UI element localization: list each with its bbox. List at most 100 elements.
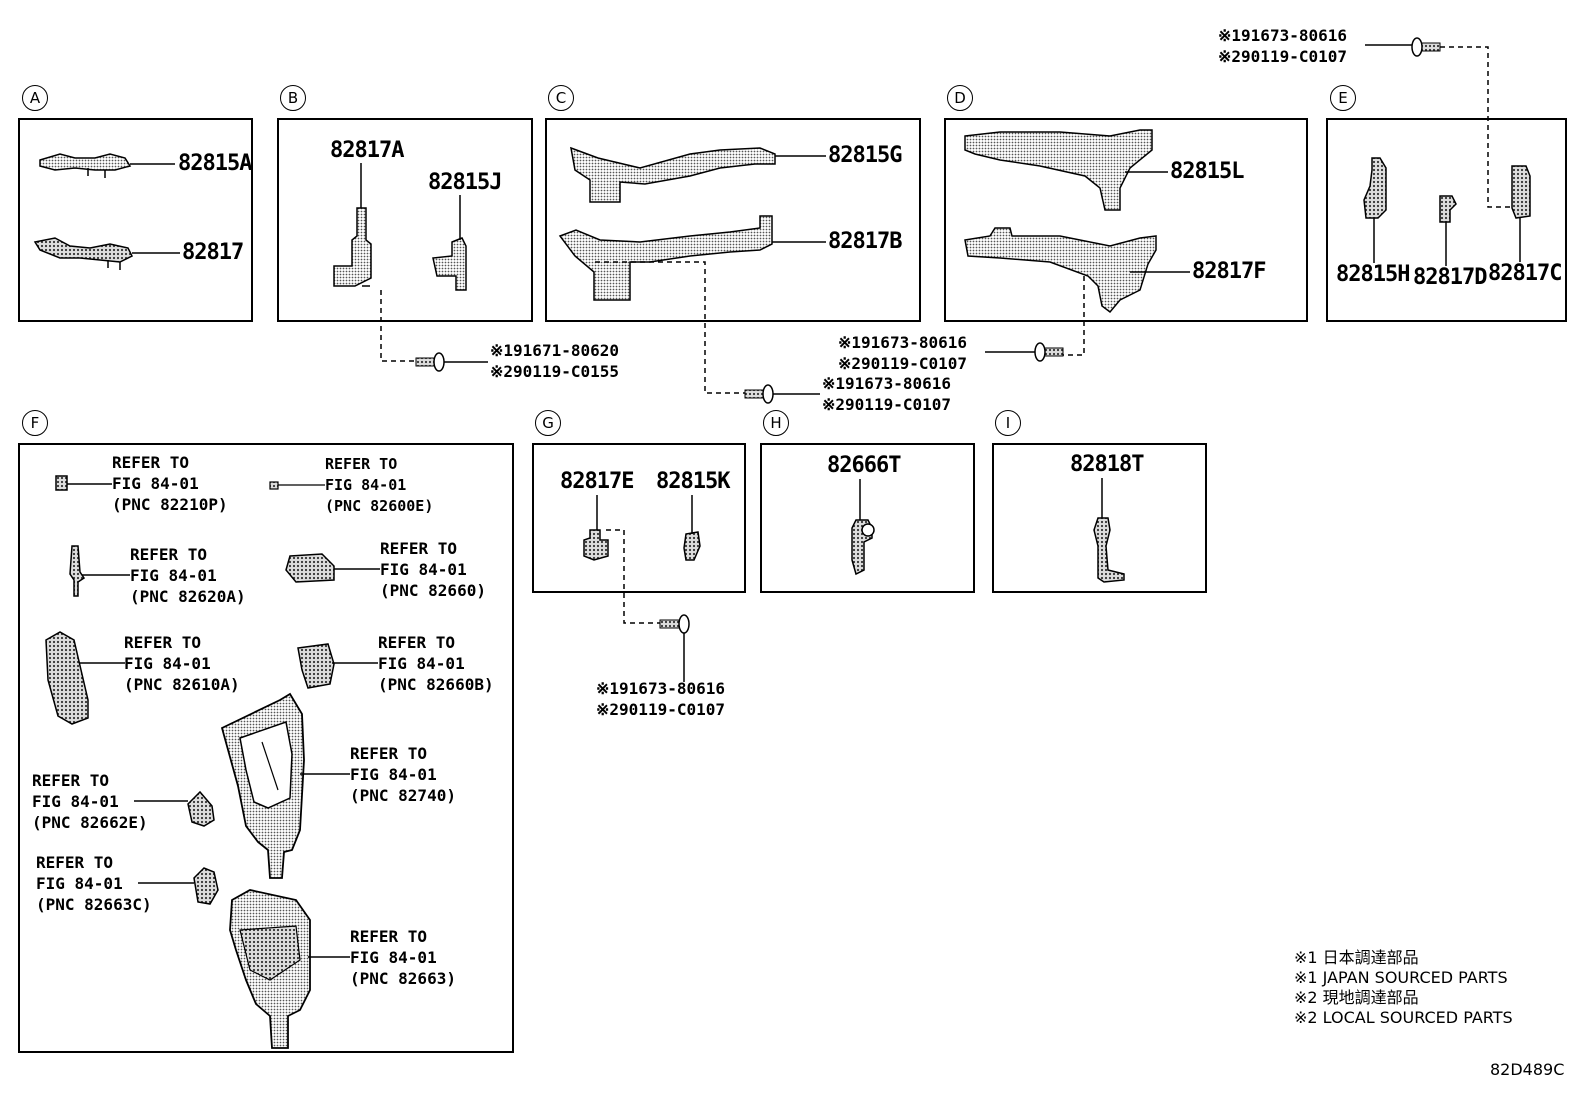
- refer-line: (PNC 82663): [350, 969, 456, 988]
- section-marker-h: H: [763, 410, 789, 436]
- part-82818t-shape: [1093, 517, 1125, 583]
- part-82663c-shape: [193, 867, 219, 905]
- refer-line: (PNC 82600E): [325, 497, 434, 515]
- part-82815j-shape: [432, 237, 467, 291]
- screw-b-shape: [415, 352, 445, 372]
- refer-line: FIG 84-01: [378, 654, 465, 673]
- refer-line: (PNC 82740): [350, 786, 456, 805]
- refer-line: REFER TO: [350, 927, 428, 946]
- refer-line: (PNC 82662E): [32, 813, 148, 832]
- part-label-82817c: 82817C: [1488, 261, 1562, 286]
- screw-callout-line: ※191673-80616: [838, 333, 967, 352]
- refer-callout-82663: REFER TO FIG 84-01 (PNC 82663): [350, 926, 456, 989]
- screw-callout-line: ※191673-80616: [596, 679, 725, 698]
- screw-callout-line: ※191673-80616: [1218, 26, 1347, 45]
- refer-line: REFER TO: [124, 633, 202, 652]
- refer-line: FIG 84-01: [350, 765, 437, 784]
- box-f: [18, 443, 514, 1053]
- part-82666t-shape: [851, 519, 875, 576]
- section-marker-b: B: [280, 85, 306, 111]
- screw-callout-line: ※290119-C0107: [1218, 46, 1347, 66]
- screw-callout-line: ※191673-80616: [822, 374, 951, 393]
- part-82815g-shape: [570, 146, 776, 203]
- refer-line: FIG 84-01: [325, 476, 407, 494]
- legend-line: ※1 日本調達部品: [1294, 948, 1419, 967]
- refer-callout-82610a: REFER TO FIG 84-01 (PNC 82610A): [124, 632, 240, 695]
- refer-line: FIG 84-01: [124, 654, 211, 673]
- diagram-code: 82D489C: [1490, 1060, 1565, 1079]
- refer-line: REFER TO: [380, 539, 458, 558]
- part-82660b-shape: [297, 643, 335, 689]
- dash-d-screw: [1063, 276, 1085, 356]
- refer-line: FIG 84-01: [112, 474, 199, 493]
- part-82610a-shape: [45, 631, 89, 725]
- part-label-82818t: 82818T: [1070, 452, 1144, 477]
- refer-line: (PNC 82210P): [112, 495, 228, 514]
- part-82817d-shape: [1439, 195, 1457, 223]
- screw-callout-c: ※191673-80616 ※290119-C0107: [822, 374, 951, 416]
- section-marker-c: C: [548, 85, 574, 111]
- refer-callout-82662e: REFER TO FIG 84-01 (PNC 82662E): [32, 770, 148, 833]
- section-marker-f: F: [22, 410, 48, 436]
- refer-line: REFER TO: [325, 455, 398, 473]
- part-82210p-shape: [55, 475, 68, 491]
- section-marker-a: A: [22, 85, 48, 111]
- refer-line: (PNC 82660): [380, 581, 486, 600]
- part-82815h-shape: [1363, 157, 1387, 219]
- part-label-82815l: 82815L: [1170, 159, 1244, 184]
- dash-b-screw: [380, 290, 416, 362]
- part-82815l-shape: [964, 129, 1153, 211]
- section-marker-g: G: [535, 410, 561, 436]
- box-g: [532, 443, 746, 593]
- part-label-82815j: 82815J: [428, 170, 502, 195]
- part-label-82817: 82817: [182, 240, 244, 265]
- part-label-82815g: 82815G: [828, 143, 902, 168]
- dash-g-screw: [606, 529, 660, 624]
- screw-callout-line: ※290119-C0155: [490, 361, 619, 381]
- part-label-82817b: 82817B: [828, 229, 902, 254]
- part-82600e-shape: [269, 481, 279, 490]
- part-82817a-shape: [333, 207, 372, 287]
- part-label-82817a: 82817A: [330, 138, 404, 163]
- part-label-82817d: 82817D: [1413, 265, 1487, 290]
- screw-callout-g: ※191673-80616 ※290119-C0107: [596, 679, 725, 721]
- legend-line: ※2 LOCAL SOURCED PARTS: [1294, 1008, 1513, 1027]
- refer-line: FIG 84-01: [350, 948, 437, 967]
- refer-callout-82660b: REFER TO FIG 84-01 (PNC 82660B): [378, 632, 494, 695]
- refer-line: FIG 84-01: [130, 566, 217, 585]
- box-d: [944, 118, 1308, 322]
- dash-e-screw: [1440, 46, 1510, 208]
- box-c: [545, 118, 921, 322]
- refer-callout-82740: REFER TO FIG 84-01 (PNC 82740): [350, 743, 456, 806]
- refer-line: FIG 84-01: [32, 792, 119, 811]
- refer-line: REFER TO: [36, 853, 114, 872]
- legend-line: ※2 現地調達部品: [1294, 988, 1419, 1007]
- box-a: [18, 118, 253, 322]
- refer-line: (PNC 82620A): [130, 587, 246, 606]
- part-82620a-shape: [69, 545, 86, 597]
- refer-line: (PNC 82660B): [378, 675, 494, 694]
- box-h: [760, 443, 975, 593]
- part-label-82815a: 82815A: [178, 151, 252, 176]
- part-82817f-shape: [964, 227, 1157, 314]
- refer-line: REFER TO: [32, 771, 110, 790]
- box-b: [277, 118, 533, 322]
- refer-line: FIG 84-01: [380, 560, 467, 579]
- part-82740-shape: [220, 692, 305, 879]
- screw-callout-b: ※191671-80620 ※290119-C0155: [490, 341, 619, 383]
- sourcing-legend: ※1 日本調達部品 ※1 JAPAN SOURCED PARTS ※2 現地調達…: [1294, 948, 1513, 1028]
- part-label-82817e: 82817E: [560, 469, 634, 494]
- screw-e-shape: [1411, 37, 1441, 57]
- part-82817b-shape: [558, 215, 773, 301]
- screw-callout-line: ※290119-C0107: [822, 394, 951, 414]
- refer-callout-82663c: REFER TO FIG 84-01 (PNC 82663C): [36, 852, 152, 915]
- refer-line: REFER TO: [130, 545, 208, 564]
- refer-callout-82210p: REFER TO FIG 84-01 (PNC 82210P): [112, 452, 228, 515]
- legend-line: ※1 JAPAN SOURCED PARTS: [1294, 968, 1508, 987]
- refer-line: REFER TO: [350, 744, 428, 763]
- part-label-82815h: 82815H: [1336, 262, 1410, 287]
- refer-callout-82620a: REFER TO FIG 84-01 (PNC 82620A): [130, 544, 246, 607]
- refer-line: (PNC 82610A): [124, 675, 240, 694]
- part-82662e-shape: [187, 790, 215, 827]
- screw-callout-top-e: ※191673-80616 ※290119-C0107: [1218, 26, 1347, 68]
